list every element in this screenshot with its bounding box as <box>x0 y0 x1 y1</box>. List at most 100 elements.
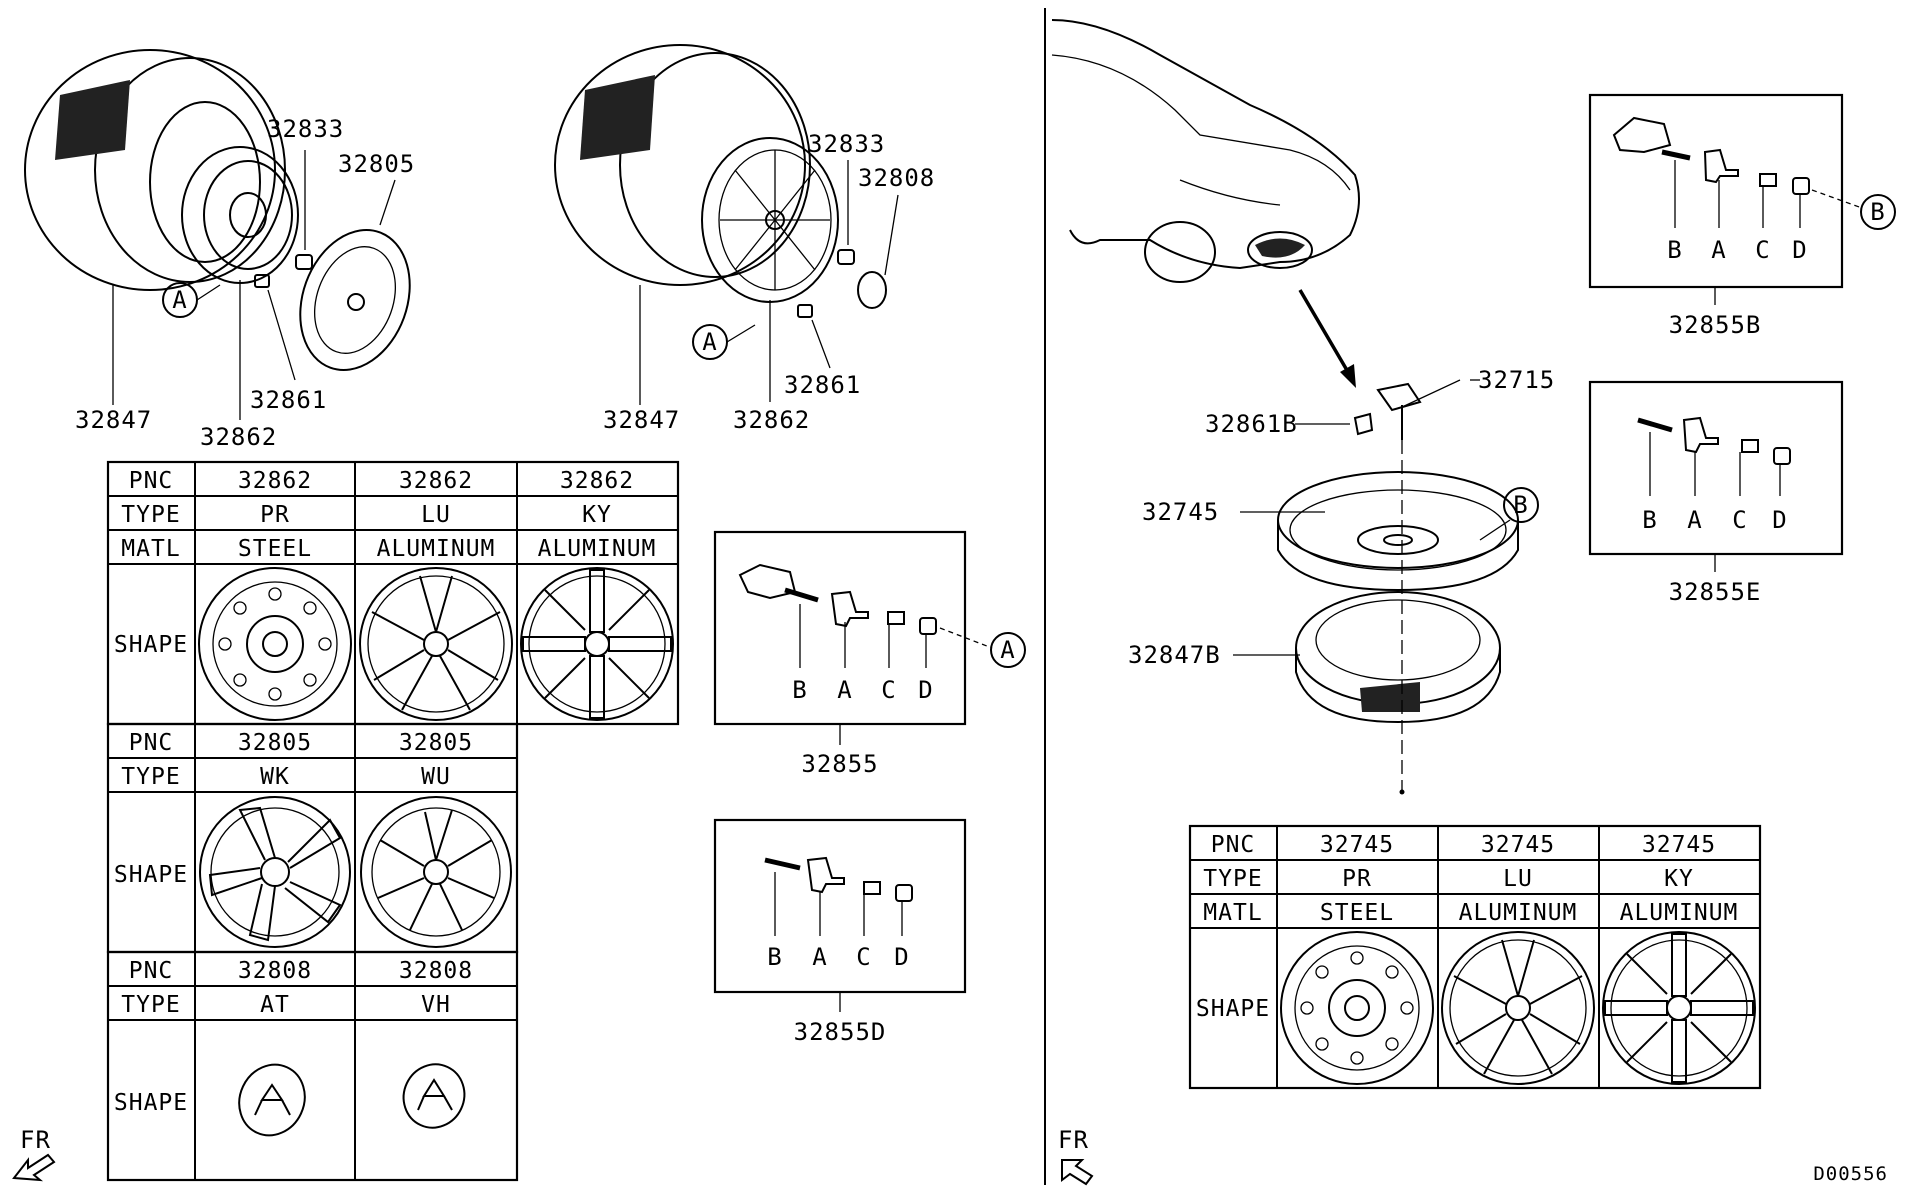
valve-stem-icon <box>806 856 845 894</box>
cell-type: AT <box>260 992 290 1018</box>
part-d: D <box>1772 506 1787 534</box>
callout-ref-a: A <box>162 282 221 318</box>
cell-matl: ALUMINUM <box>1459 900 1578 926</box>
wheel-cover-wk-icon <box>199 796 351 948</box>
cell-matl: STEEL <box>238 536 312 562</box>
valve-core-icon <box>1759 173 1777 187</box>
wheel-cover-icon <box>299 229 411 371</box>
cell-type: LU <box>421 502 451 528</box>
cell-pnc: 32745 <box>1320 832 1394 858</box>
fr-label: FR <box>20 1126 51 1154</box>
label-bracket: 32715 <box>1478 366 1555 394</box>
cell-pnc: 32862 <box>560 468 634 494</box>
part-d: D <box>1792 236 1807 264</box>
label-wheel: 32862 <box>200 423 277 451</box>
label-valve-pnc: 32855E <box>1669 578 1762 606</box>
tpms-sensor-icon <box>1612 116 1672 154</box>
header-shape: SHAPE <box>114 862 188 888</box>
bracket-icon <box>1376 382 1422 412</box>
alloy-wheel-ky-icon <box>520 567 674 721</box>
cell-matl: STEEL <box>1320 900 1394 926</box>
callout-ref-b: B <box>1513 491 1528 519</box>
valve-cap-icon <box>919 617 937 635</box>
cell-pnc: 32808 <box>238 958 312 984</box>
cell-pnc: 32862 <box>238 468 312 494</box>
steel-wheel-icon <box>1280 931 1434 1085</box>
center-cap-icon <box>857 271 887 309</box>
cell-matl: ALUMINUM <box>377 536 496 562</box>
callout-ref-b: B <box>1870 198 1885 226</box>
cell-type: LU <box>1503 866 1533 892</box>
weight-icon <box>797 304 813 318</box>
label-tire: 32847 <box>603 406 680 434</box>
cell-matl: ALUMINUM <box>1620 900 1739 926</box>
cell-pnc: 32745 <box>1481 832 1555 858</box>
part-a: A <box>837 676 852 704</box>
weight-icon <box>1353 412 1374 436</box>
callout-ref-a: A <box>692 324 756 360</box>
svg-text:A: A <box>172 286 187 314</box>
alloy-wheel-lu-icon <box>359 567 513 721</box>
label-valve-pnc: 32855D <box>794 1018 887 1046</box>
header-shape: SHAPE <box>114 1090 188 1116</box>
cover-table: PNC TYPE SHAPE 32805 WK 32805 WU <box>106 722 519 954</box>
valve-box-32855: B A C D A 32855 <box>713 530 1026 778</box>
label-nut: 32833 <box>808 130 885 158</box>
cell-matl: ALUMINUM <box>538 536 657 562</box>
label-weight: 32861 <box>250 386 327 414</box>
part-a: A <box>1687 506 1702 534</box>
part-a: A <box>812 943 827 971</box>
cell-type: KY <box>1664 866 1694 892</box>
weight-icon <box>254 274 270 288</box>
header-type: TYPE <box>121 764 180 790</box>
valve-cap-icon <box>1773 447 1791 465</box>
valve-stem-icon <box>830 590 869 628</box>
header-pnc: PNC <box>129 958 174 984</box>
cell-type: WU <box>421 764 451 790</box>
header-pnc: PNC <box>129 468 174 494</box>
valve-cap-icon <box>1792 177 1810 195</box>
spare-wheel-table: PNC TYPE MATL SHAPE 32745 PR STEEL 32745… <box>1188 824 1762 1090</box>
header-type: TYPE <box>121 502 180 528</box>
cell-pnc: 32745 <box>1642 832 1716 858</box>
valve-stem-icon <box>1703 148 1739 184</box>
header-pnc: PNC <box>129 730 174 756</box>
header-type: TYPE <box>121 992 180 1018</box>
part-b: B <box>767 943 782 971</box>
steel-wheel-icon <box>198 567 352 721</box>
cell-type: VH <box>421 992 451 1018</box>
header-pnc: PNC <box>1211 832 1256 858</box>
nut-icon <box>837 249 855 265</box>
header-matl: MATL <box>121 536 180 562</box>
tire-icon <box>24 49 286 291</box>
spare-wheel-icon <box>1277 471 1519 592</box>
part-c: C <box>1755 236 1770 264</box>
label-tire: 32847 <box>75 406 152 434</box>
valve-stem-icon <box>1682 416 1719 454</box>
label-cover: 32805 <box>338 150 415 178</box>
part-a: A <box>1711 236 1726 264</box>
valve-box-32855d: B A C D 32855D <box>713 818 967 1046</box>
label-wheel: 32745 <box>1142 498 1219 526</box>
label-weight: 32861B <box>1205 410 1298 438</box>
car-rear-outline <box>1051 19 1360 283</box>
wheel-table: PNC TYPE MATL SHAPE 32862 PR STEEL 32862… <box>106 460 680 726</box>
part-c: C <box>881 676 896 704</box>
header-shape: SHAPE <box>114 632 188 658</box>
part-c: C <box>856 943 871 971</box>
part-b: B <box>792 676 807 704</box>
spare-wheel-assembly: B 32715 32861B 32745 32847B <box>1128 366 1555 795</box>
part-d: D <box>894 943 909 971</box>
part-d: D <box>918 676 933 704</box>
alloy-wheel-ky-icon <box>1602 931 1756 1085</box>
part-b: B <box>1642 506 1657 534</box>
svg-text:A: A <box>702 328 717 356</box>
cell-pnc: 32805 <box>399 730 473 756</box>
spare-tire-icon <box>1295 591 1501 724</box>
callout-ref-a: A <box>1000 636 1015 664</box>
cap-table: PNC TYPE SHAPE 32808 AT 32808 VH <box>106 950 519 1182</box>
valve-core-icon <box>863 881 881 895</box>
front-arrow-icon: FR <box>1058 1126 1094 1186</box>
label-wheel: 32862 <box>733 406 810 434</box>
